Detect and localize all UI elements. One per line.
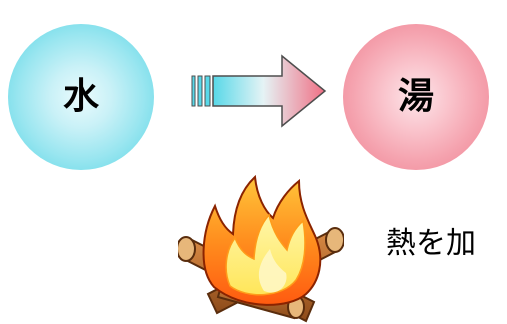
hot-water-circle: 湯 [343, 24, 489, 170]
campfire-icon [178, 174, 344, 323]
water-circle: 水 [8, 24, 154, 170]
heat-caption: 熱を加 [386, 226, 476, 261]
water-label: 水 [62, 76, 99, 117]
hot-water-label: 湯 [397, 76, 434, 117]
right-arrow-icon [191, 54, 327, 128]
